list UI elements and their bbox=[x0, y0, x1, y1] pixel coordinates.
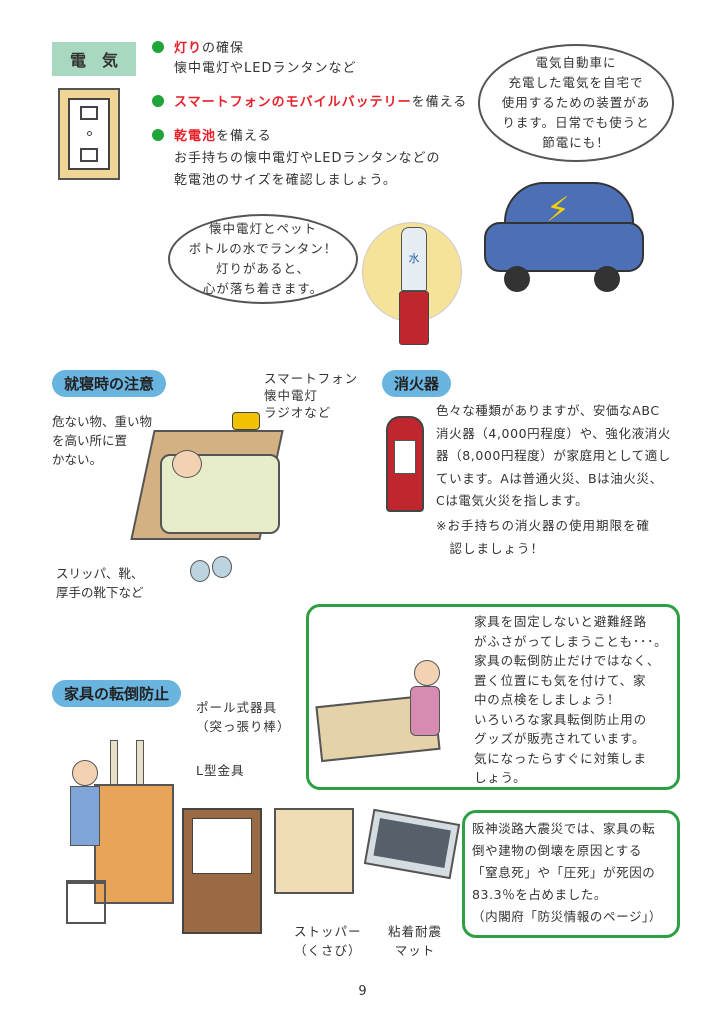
furniture-info-box bbox=[306, 604, 680, 790]
car-speech-bubble: 電気自動車に 充電した電気を自宅で 使用するための装置があ ります。日常でも使う… bbox=[478, 44, 674, 162]
tall-cabinet-illustration bbox=[66, 740, 176, 930]
earthquake-fact-text: 阪神淡路大震災では、家具の転 倒や建物の倒壊を原因とする 「窒息死」や「圧死」が… bbox=[472, 821, 663, 924]
tv-illustration bbox=[363, 808, 461, 880]
stopper-label: ストッパー （くさび） bbox=[294, 924, 362, 958]
bullet-dry-cell: 乾電池を備える bbox=[152, 126, 272, 148]
extinguisher-heading: 消火器 bbox=[382, 370, 452, 397]
bullet-icon bbox=[152, 41, 164, 53]
electric-heading: 電 気 bbox=[52, 42, 136, 76]
fallen-cabinet-illustration bbox=[315, 620, 458, 770]
lightning-icon: ⚡ bbox=[546, 190, 570, 230]
page-number: 9 bbox=[358, 984, 367, 999]
slippers-illustration bbox=[190, 556, 236, 584]
bullet-battery: スマートフォンのモバイルバッテリーを備える bbox=[152, 92, 467, 114]
bedtime-heading: 就寝時の注意 bbox=[52, 370, 167, 397]
electric-car-illustration: ⚡ bbox=[484, 172, 656, 292]
bedtime-note-slippers: スリッパ、靴、 厚手の靴下など bbox=[56, 566, 144, 600]
lantern-speech-bubble: 懐中電灯とペット ボトルの水でランタン！ 灯りがあると、 心が落ち着きます。 bbox=[168, 214, 358, 304]
furniture-heading: 家具の転倒防止 bbox=[52, 680, 182, 707]
fire-extinguisher-illustration bbox=[386, 416, 424, 512]
bullet-light: 灯りの確保 bbox=[152, 38, 244, 60]
bullet-dry-cell-sub: お手持ちの懐中電灯やLEDランタンなどの 乾電池のサイズを確認しましょう。 bbox=[174, 151, 441, 188]
outlet-illustration bbox=[58, 88, 120, 180]
extinguisher-body: 色々な種類がありますが、安価なABC 消火器（4,000円程度）や、強化液消火 … bbox=[436, 403, 671, 508]
l-bracket-label: L型金具 bbox=[196, 763, 245, 778]
mat-label: 粘着耐震 マット bbox=[388, 924, 443, 958]
bullet-icon bbox=[152, 95, 164, 107]
earthquake-fact-box bbox=[462, 810, 680, 938]
extinguisher-note: ※お手持ちの消火器の使用期限を確 認しましょう！ bbox=[436, 518, 650, 556]
pole-label: ポール式器具 （突っ張り棒） bbox=[196, 700, 291, 734]
bullet-light-sub: 懐中電灯やLEDランタンなど bbox=[174, 61, 357, 76]
bedtime-note-items: スマートフォン 懐中電灯 ラジオなど bbox=[264, 371, 359, 420]
lantern-illustration: 水 bbox=[362, 222, 462, 345]
bed-illustration bbox=[130, 412, 284, 550]
bedtime-note-heavy: 危ない物、重い物 を高い所に置 かない。 bbox=[52, 414, 153, 467]
furniture-info-text: 家具を固定しないと避難経路 がふさがってしまうことも･･･。 家具の転倒防止だけ… bbox=[474, 614, 668, 785]
drawer-chest-illustration bbox=[274, 808, 354, 894]
bullet-icon bbox=[152, 129, 164, 141]
cupboard-illustration bbox=[182, 808, 262, 934]
